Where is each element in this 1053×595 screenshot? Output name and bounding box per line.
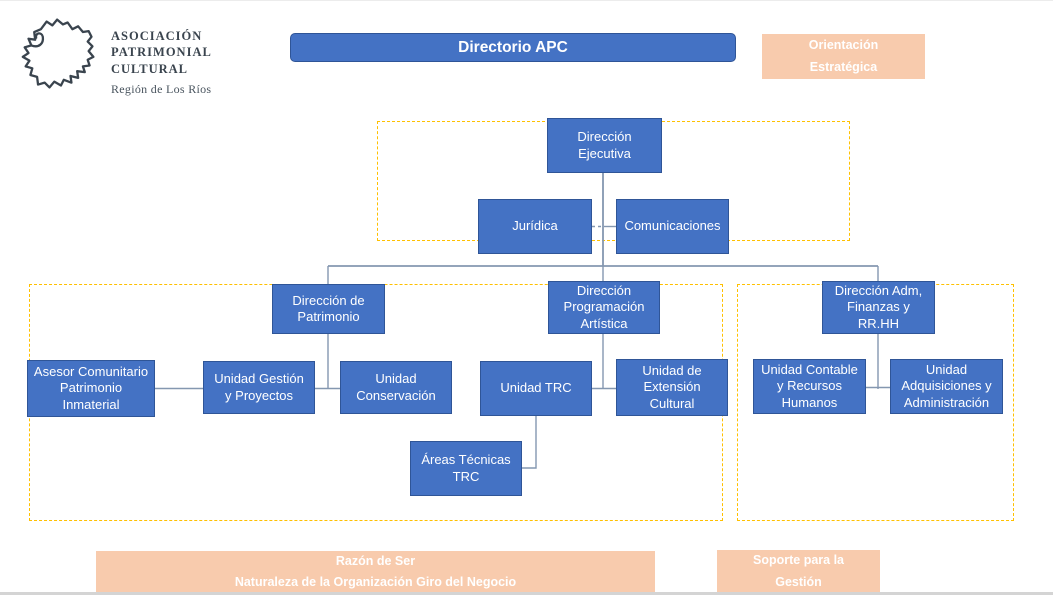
annotation-orientacion-estrategica[interactable]: Orientación Estratégica xyxy=(762,34,925,79)
node-unidad-trc[interactable]: Unidad TRC xyxy=(480,361,592,416)
annotation-soporte-gestion[interactable]: Soporte para la Gestión xyxy=(717,550,880,593)
map-inlet-hook xyxy=(30,32,45,48)
node-unidad-contable-recursos-humanos[interactable]: Unidad Contable y Recursos Humanos xyxy=(753,359,866,414)
logo-org-name: ASOCIACIÓN PATRIMONIAL CULTURAL xyxy=(111,29,212,76)
directorio-apc-title[interactable]: Directorio APC xyxy=(290,33,736,62)
node-unidad-extension-cultural[interactable]: Unidad de Extensión Cultural xyxy=(616,359,728,416)
node-unidad-gestion-proyectos[interactable]: Unidad Gestión y Proyectos xyxy=(203,361,315,414)
node-direccion-programacion-artistica[interactable]: Dirección Programación Artística xyxy=(548,281,660,334)
node-comunicaciones[interactable]: Comunicaciones xyxy=(616,199,729,254)
annotation-razon-de-ser[interactable]: Razón de Ser Naturaleza de la Organizaci… xyxy=(96,551,655,593)
node-unidad-adquisiciones-administracion[interactable]: Unidad Adquisiciones y Administración xyxy=(890,359,1003,414)
node-direccion-adm-finanzas-rrhh[interactable]: Dirección Adm, Finanzas y RR.HH xyxy=(822,281,935,334)
bottom-edge-strip xyxy=(0,592,1053,595)
region-map-icon xyxy=(21,18,95,89)
node-areas-tecnicas-trc[interactable]: Áreas Técnicas TRC xyxy=(410,441,522,496)
logo-region-name: Región de Los Ríos xyxy=(111,81,212,96)
map-outline xyxy=(21,18,95,89)
node-direccion-patrimonio[interactable]: Dirección de Patrimonio xyxy=(272,284,385,334)
org-logo[interactable]: ASOCIACIÓN PATRIMONIAL CULTURAL Región d… xyxy=(18,13,212,97)
node-juridica[interactable]: Jurídica xyxy=(478,199,592,254)
logo-text-block: ASOCIACIÓN PATRIMONIAL CULTURAL Región d… xyxy=(111,13,212,97)
node-unidad-conservacion[interactable]: Unidad Conservación xyxy=(340,361,452,414)
node-direccion-ejecutiva[interactable]: Dirección Ejecutiva xyxy=(547,118,662,173)
node-asesor-comunitario[interactable]: Asesor Comunitario Patrimonio Inmaterial xyxy=(27,360,155,417)
